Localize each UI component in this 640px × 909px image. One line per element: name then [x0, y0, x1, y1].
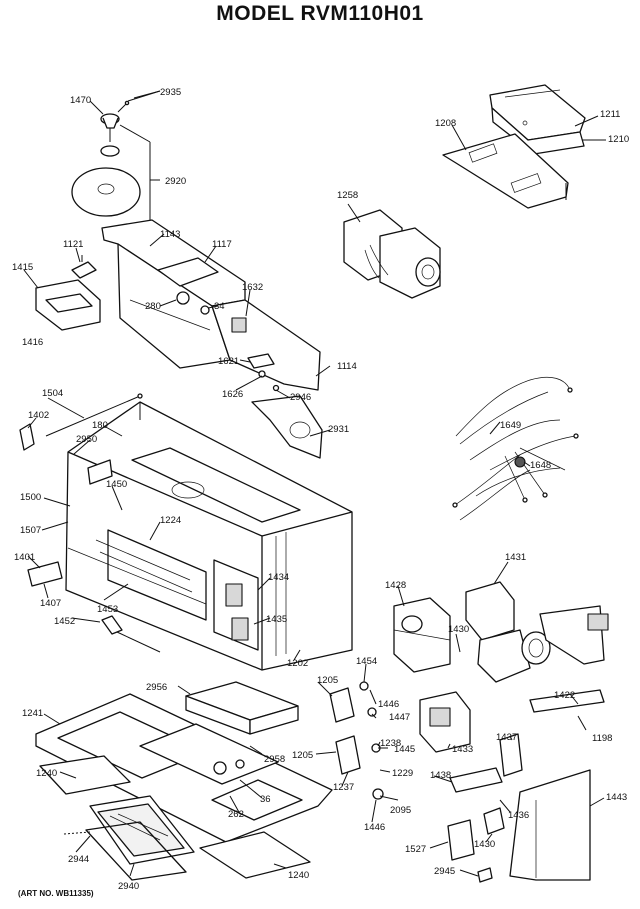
- capacitor-part: [419, 691, 471, 753]
- part-label: 1434: [268, 572, 289, 583]
- part-label: 280: [145, 301, 161, 312]
- part-label: 1435: [266, 614, 287, 625]
- top-cover-part: [489, 84, 586, 155]
- part-label: 1626: [222, 389, 243, 400]
- duct-plate-part: [442, 133, 569, 209]
- part-label: 1205: [292, 750, 313, 761]
- part-label: 1407: [40, 598, 61, 609]
- part-label: 2095: [390, 805, 411, 816]
- interlock-switch-part: [247, 353, 280, 392]
- stirrer-rod-part: [45, 393, 161, 653]
- part-label: 1240: [288, 870, 309, 881]
- part-label: 1527: [405, 844, 426, 855]
- art-number: (ART NO. WB11335): [18, 889, 94, 898]
- part-label: 36: [260, 794, 271, 805]
- damper-part: [251, 395, 323, 459]
- part-label: 262: [228, 809, 244, 820]
- part-label: 1438: [430, 770, 451, 781]
- page-title: MODEL RVM110H01: [216, 2, 424, 25]
- part-label: 2956: [146, 682, 167, 693]
- part-labels: 1470 2935 2920 1211 1208 1210 1143 1117 …: [12, 87, 629, 892]
- part-label: 1198: [592, 733, 612, 744]
- part-label: 1229: [392, 768, 413, 779]
- part-label: 1504: [42, 388, 63, 399]
- part-label: 1430: [448, 624, 469, 635]
- switch-assembly-part: [329, 681, 384, 800]
- front-frame-part: [35, 693, 333, 843]
- wire-harness-part: [452, 376, 579, 521]
- light-housing-part: [35, 279, 101, 331]
- part-label: 1446: [378, 699, 399, 710]
- part-label: 1443: [606, 792, 627, 803]
- turntable-support-part: [100, 100, 130, 142]
- part-label: 1447: [389, 712, 410, 723]
- part-label: 1500: [20, 492, 41, 503]
- part-label: 1430: [474, 839, 495, 850]
- part-label: 1433: [452, 744, 473, 755]
- part-label: 1431: [505, 552, 526, 563]
- part-label: 1114: [337, 361, 357, 372]
- part-label: 2946: [290, 392, 311, 403]
- part-label: 2958: [264, 754, 285, 765]
- side-bracket-part: [19, 423, 113, 587]
- part-label: 1210: [608, 134, 629, 145]
- fan-blower-part: [465, 581, 609, 683]
- part-label: 1416: [22, 337, 43, 348]
- part-label: 1428: [385, 580, 406, 591]
- part-label: 2920: [165, 176, 186, 187]
- leader-lines: [23, 90, 606, 877]
- part-label: 2950: [76, 434, 97, 445]
- part-label: 1202: [287, 658, 308, 669]
- part-label: 2935: [160, 87, 181, 98]
- part-label: 2944: [68, 854, 89, 865]
- part-label: 1121: [63, 239, 83, 250]
- part-label: 1402: [28, 410, 49, 421]
- fuse-clip-part: [71, 255, 97, 279]
- diode-part: [449, 733, 523, 793]
- part-label: 1446: [364, 822, 385, 833]
- part-label: 1143: [160, 229, 180, 240]
- part-label: 2931: [328, 424, 349, 435]
- part-label: 1436: [508, 810, 529, 821]
- blower-motor-part: [343, 209, 441, 299]
- grease-filter-part: [185, 681, 299, 735]
- part-label: 2940: [118, 881, 139, 892]
- bracket-plate-part: [447, 689, 605, 883]
- part-label: 1422: [554, 690, 575, 701]
- part-label: 1205: [317, 675, 338, 686]
- part-label: 180: [92, 420, 108, 431]
- part-label: 1453: [97, 604, 118, 615]
- turntable-part: [71, 124, 160, 223]
- part-label: 1470: [70, 95, 91, 106]
- part-label: 1445: [394, 744, 415, 755]
- part-label: 1649: [500, 420, 521, 431]
- part-label: 1454: [356, 656, 377, 667]
- oven-cabinet-part: [65, 401, 353, 671]
- magnetron-part: [393, 597, 451, 673]
- part-label: 1224: [160, 515, 181, 526]
- part-label: 1238: [380, 738, 401, 749]
- part-label: 1507: [20, 525, 41, 536]
- cavity-top-frame-part: [101, 219, 321, 391]
- part-label: 1237: [333, 782, 354, 793]
- part-label: 1632: [242, 282, 263, 293]
- part-label: 1208: [435, 118, 456, 129]
- part-label: 1241: [22, 708, 43, 719]
- part-label: 1117: [212, 239, 232, 250]
- part-label: 1211: [600, 109, 620, 120]
- part-label: 1401: [14, 552, 35, 563]
- part-label: 1621: [218, 356, 239, 367]
- part-label: 1240: [36, 768, 57, 779]
- part-label: 1450: [106, 479, 127, 490]
- part-label: 1415: [12, 262, 33, 273]
- part-label: 1437: [496, 732, 517, 743]
- part-label: 2945: [434, 866, 455, 877]
- part-label: 1648: [530, 460, 551, 471]
- part-label: 34: [214, 301, 225, 312]
- part-label: 1452: [54, 616, 75, 627]
- part-label: 1258: [337, 190, 358, 201]
